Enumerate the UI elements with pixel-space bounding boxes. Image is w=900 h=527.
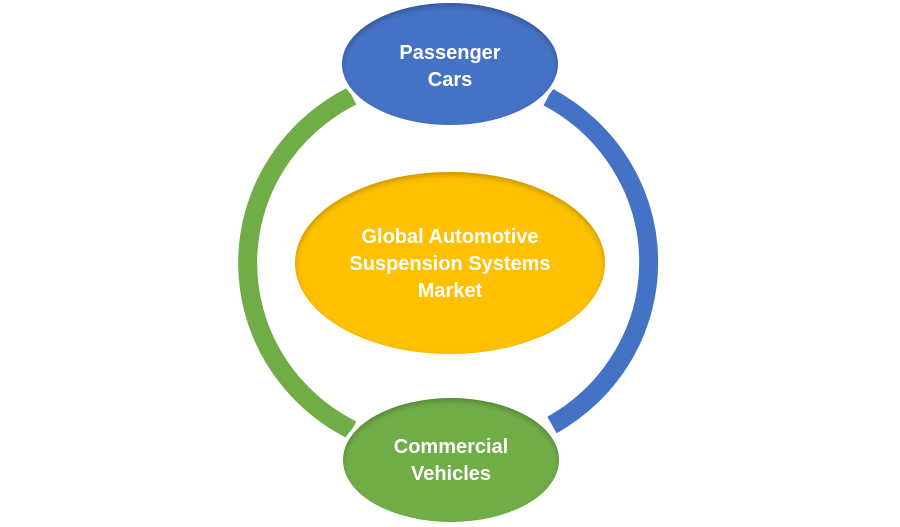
connector-arc-right bbox=[543, 88, 659, 434]
node-label-line: Cars bbox=[428, 69, 472, 91]
center-label-line: Global Automotive bbox=[361, 226, 538, 248]
center-ellipse bbox=[295, 172, 605, 354]
node-passenger-cars: Passenger Cars bbox=[342, 3, 558, 125]
node-ellipse bbox=[342, 3, 558, 125]
node-label-line: Passenger bbox=[399, 42, 500, 64]
node-ellipse bbox=[343, 398, 559, 522]
connector-arc-left bbox=[238, 87, 357, 439]
node-label-line: Commercial bbox=[394, 436, 509, 458]
node-commercial-vehicles: Commercial Vehicles bbox=[343, 398, 559, 522]
center-topic: Global Automotive Suspension Systems Mar… bbox=[295, 172, 605, 354]
node-label-line: Vehicles bbox=[411, 463, 491, 485]
center-label-line: Suspension Systems bbox=[349, 253, 550, 275]
center-label-line: Market bbox=[418, 280, 483, 302]
